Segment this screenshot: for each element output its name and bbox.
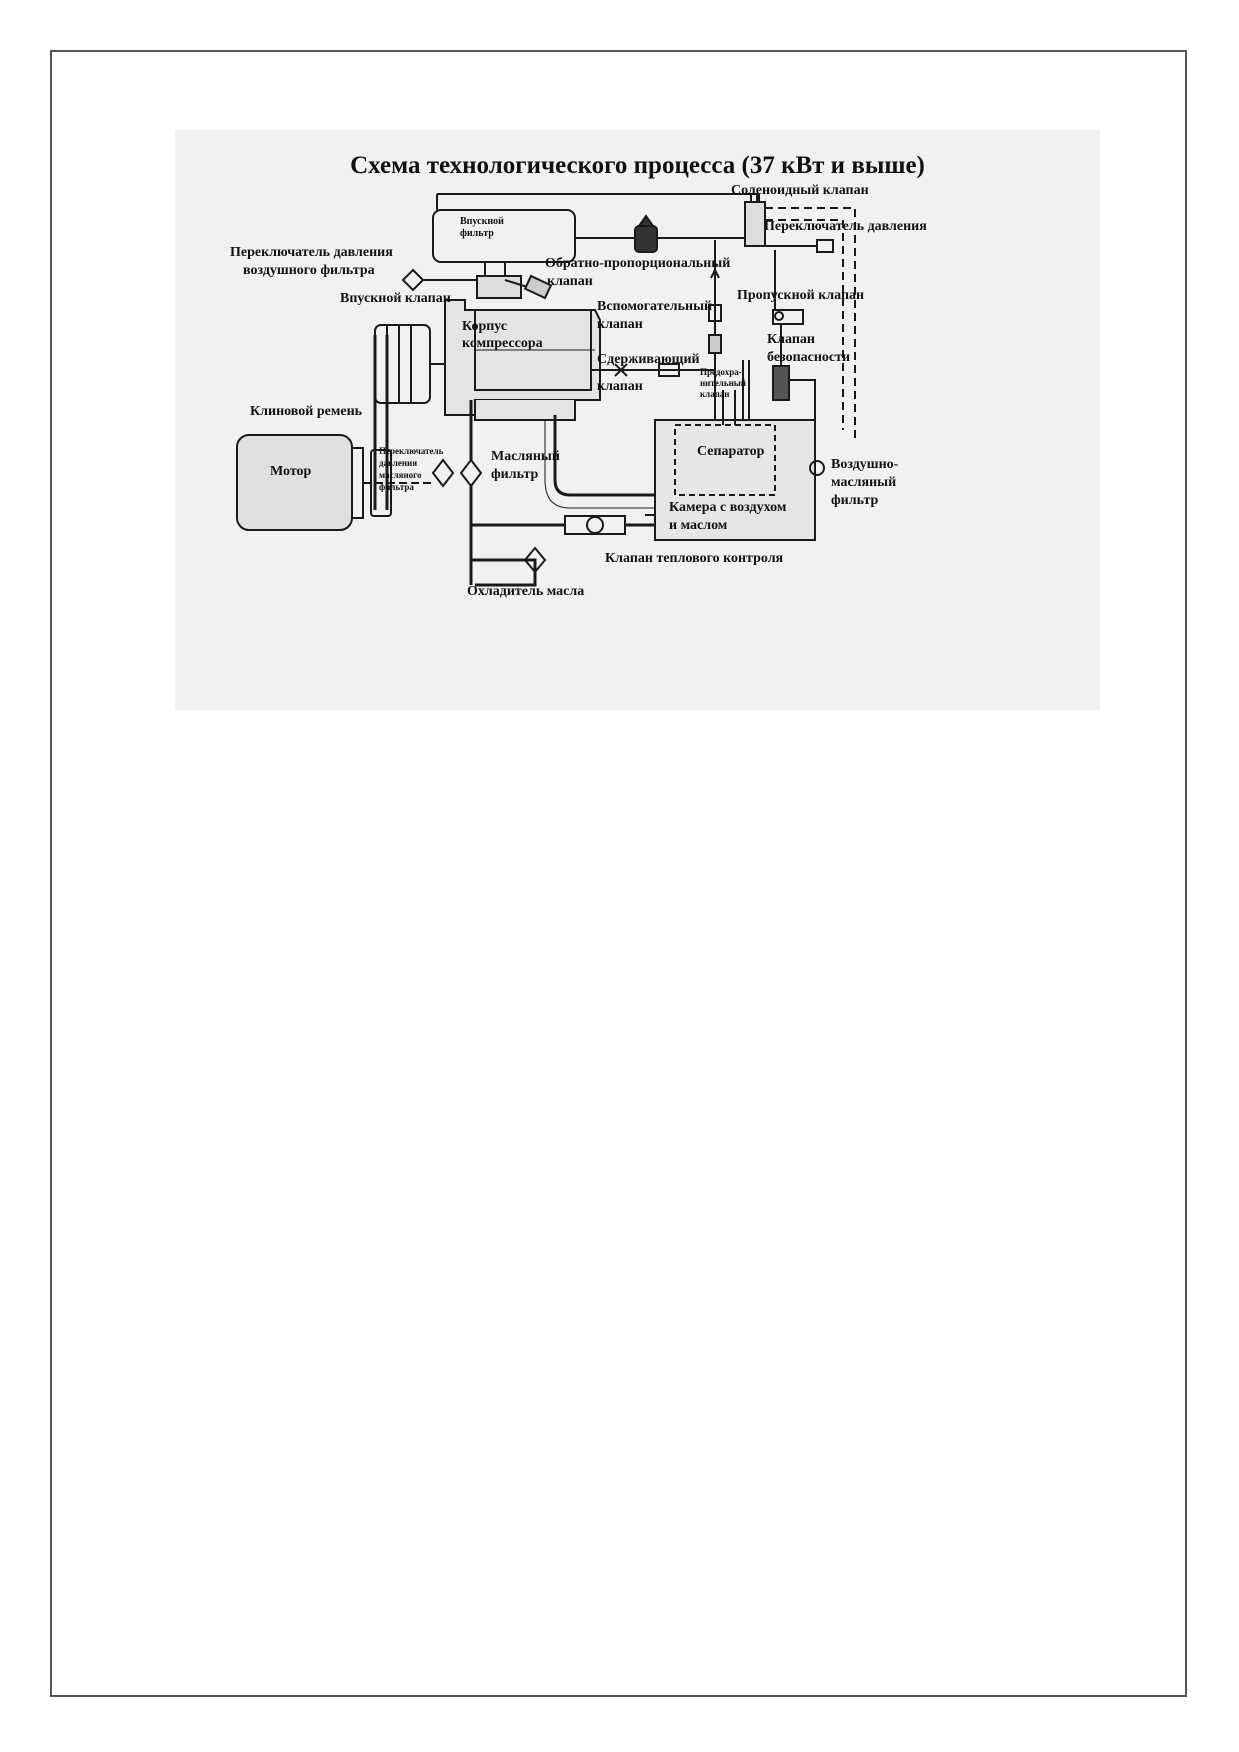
oil-filter-switch-diamond bbox=[431, 458, 455, 488]
bypass-valve bbox=[772, 309, 804, 325]
oil-return-pipe-b bbox=[544, 420, 655, 509]
label-bypass-valve: Пропускной клапан bbox=[737, 288, 864, 303]
air-filter-switch-diamond bbox=[401, 268, 425, 292]
label-holding-valve-1: Сдерживающий bbox=[597, 352, 700, 367]
safety-valve bbox=[772, 365, 790, 401]
label-oil-filter-switch-3: масляного bbox=[379, 470, 422, 480]
page-frame bbox=[50, 50, 1187, 1697]
compressor-base bbox=[474, 400, 576, 421]
reverse-valve-body bbox=[634, 225, 658, 253]
label-reverse-valve-1: Обратно-пропорциональный bbox=[545, 256, 730, 271]
thermal-valve-circle bbox=[586, 516, 604, 534]
label-inlet-valve: Впускной клапан bbox=[340, 291, 451, 306]
thermal-valve-body bbox=[564, 515, 626, 535]
label-chamber-1: Камера с воздухом bbox=[669, 500, 787, 515]
label-intake-filter-2: фильтр bbox=[460, 228, 494, 239]
oil-filter-diamond bbox=[459, 458, 483, 488]
label-holding-valve-2: клапан bbox=[597, 379, 643, 394]
label-aux-valve-2: клапан bbox=[597, 317, 643, 332]
label-intake-filter-1: Впускной bbox=[460, 216, 504, 227]
process-diagram: Схема технологического процесса (37 кВт … bbox=[175, 130, 1100, 710]
bypass-valve-circle bbox=[774, 311, 784, 321]
label-air-oil-filter-3: фильтр bbox=[831, 493, 879, 508]
control-dashed-2 bbox=[765, 219, 844, 430]
inlet-valve-head bbox=[484, 262, 506, 277]
label-separator: Сепаратор bbox=[697, 444, 765, 459]
aux-valve-arrow bbox=[710, 267, 720, 279]
label-air-filter-switch-1: Переключатель давления bbox=[230, 245, 393, 260]
control-dashed-1 bbox=[765, 207, 856, 440]
label-vbelt: Клиновой ремень bbox=[250, 404, 363, 419]
label-air-filter-switch-2: воздушного фильтра bbox=[243, 263, 375, 278]
compressor-body bbox=[444, 299, 601, 416]
label-compressor-body-2: компрессора bbox=[462, 336, 543, 351]
holding-valve bbox=[658, 363, 680, 377]
label-safety-valve-1: Клапан bbox=[767, 332, 815, 347]
separator-element bbox=[674, 424, 776, 496]
oil-cooler-diamond bbox=[523, 546, 547, 574]
label-oil-filter-1: Масляный bbox=[491, 449, 560, 464]
label-compressor-body-1: Корпус bbox=[462, 319, 507, 334]
motor-body bbox=[236, 434, 353, 531]
diagram-title: Схема технологического процесса (37 кВт … bbox=[350, 152, 925, 179]
safety-valve-arm bbox=[789, 379, 816, 430]
aux-valve bbox=[708, 304, 722, 322]
intake-filter-box bbox=[432, 209, 576, 263]
reverse-valve-cap bbox=[637, 214, 655, 227]
motor-pulley bbox=[370, 449, 392, 517]
aux-valve-2 bbox=[708, 334, 722, 354]
label-solenoid-valve: Соленоидный клапан bbox=[731, 183, 869, 198]
oil-return-pipe bbox=[553, 415, 655, 497]
label-pressure-switch: Переключатель давления bbox=[764, 219, 927, 234]
compressor-housing bbox=[474, 309, 592, 391]
label-air-oil-filter-2: масляный bbox=[831, 475, 896, 490]
label-safety-valve-2: безопасности bbox=[767, 350, 850, 365]
label-motor: Мотор bbox=[270, 464, 312, 479]
label-oil-cooler: Охладитель масла bbox=[467, 584, 584, 599]
label-oil-filter-switch-1: Переключатель bbox=[379, 446, 444, 456]
oil-cooler-loop bbox=[471, 558, 537, 587]
label-aux-valve-1: Вспомогательный bbox=[597, 299, 712, 314]
label-relief-valve-3: клапан bbox=[700, 389, 730, 399]
motor-end bbox=[352, 447, 364, 519]
label-reverse-valve-2: клапан bbox=[547, 274, 593, 289]
inlet-valve-actuator bbox=[523, 274, 553, 300]
label-chamber-2: и маслом bbox=[669, 518, 728, 533]
air-oil-filter bbox=[809, 460, 825, 476]
holding-valve-x bbox=[614, 363, 628, 377]
label-oil-filter-switch-4: фильтра bbox=[379, 482, 414, 492]
solenoid-valve bbox=[744, 201, 766, 247]
diagram-drawing: Впускной фильтр Переключатель давления в… bbox=[230, 183, 927, 599]
inlet-valve bbox=[476, 275, 522, 299]
separator-tank bbox=[654, 419, 816, 541]
label-oil-filter-switch-2: давления bbox=[379, 458, 417, 468]
label-air-oil-filter-1: Воздушно- bbox=[831, 457, 899, 472]
pressure-switch bbox=[816, 239, 834, 253]
solenoid-top bbox=[750, 194, 760, 202]
label-relief-valve-2: нительный bbox=[700, 378, 746, 388]
label-relief-valve-1: Предохра- bbox=[700, 367, 742, 377]
label-thermal-valve: Клапан теплового контроля bbox=[605, 551, 784, 566]
label-oil-filter-2: фильтр bbox=[491, 467, 539, 482]
compressor-pulley bbox=[374, 324, 431, 404]
